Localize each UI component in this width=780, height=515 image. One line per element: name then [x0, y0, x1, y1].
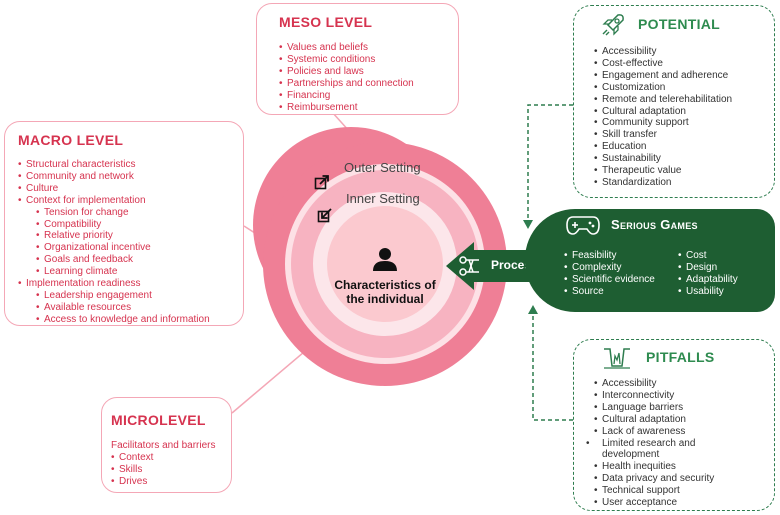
- list-subitem: Goals and feedback: [18, 254, 210, 266]
- list-item: Feasibility: [564, 250, 655, 262]
- individual-label: Characteristics of the individual: [327, 278, 443, 306]
- list-item: Technical support: [594, 485, 714, 497]
- gamepad-icon: [566, 216, 600, 235]
- list-item: Values and beliefs: [279, 42, 414, 54]
- list-item: Cultural adaptation: [594, 414, 714, 426]
- person-icon: [373, 248, 397, 271]
- pitfalls-list: Accessibility Interconnectivity Language…: [594, 378, 714, 509]
- micro-intro: Facilitators and barriers: [111, 440, 216, 451]
- list-item: Accessibility: [594, 46, 732, 58]
- list-item: Community and network: [18, 171, 210, 183]
- list-item: Data privacy and security: [594, 473, 714, 485]
- list-item: Scientific evidence: [564, 274, 655, 286]
- meso-list: Values and beliefs Systemic conditions P…: [279, 42, 414, 113]
- list-item: Health inequities: [594, 461, 714, 473]
- list-subitem: Learning climate: [18, 266, 210, 278]
- list-item: Financing: [279, 90, 414, 102]
- pitfalls-title: PITFALLS: [646, 349, 715, 365]
- microlevel-box: MICROLEVEL Facilitators and barriers Con…: [101, 397, 232, 493]
- list-item: Customization: [594, 82, 732, 94]
- micro-title: MICROLEVEL: [111, 412, 206, 428]
- list-subitem: Tension for change: [18, 207, 210, 219]
- list-subitem: Organizational incentive: [18, 242, 210, 254]
- gear-connector-icon: [459, 256, 479, 276]
- inner-setting-label: Inner Setting: [346, 191, 420, 206]
- macro-level-box: MACRO LEVEL Structural characteristics C…: [4, 121, 244, 326]
- list-item: Context: [111, 452, 153, 464]
- micro-list: Context Skills Drives: [111, 452, 153, 488]
- individual-label-line1: Characteristics of: [334, 278, 436, 292]
- rocket-icon: [602, 14, 624, 36]
- list-item: Limited research and development: [594, 438, 712, 462]
- potential-list: Accessibility Cost-effective Engagement …: [594, 46, 732, 189]
- list-item: Sustainability: [594, 153, 732, 165]
- list-item: Implementation readiness: [18, 278, 210, 290]
- list-item: Systemic conditions: [279, 54, 414, 66]
- external-arrow-icon: [314, 175, 329, 190]
- list-item: Partnerships and connection: [279, 78, 414, 90]
- list-item: Skill transfer: [594, 129, 732, 141]
- list-item: Culture: [18, 183, 210, 195]
- list-item: Policies and laws: [279, 66, 414, 78]
- list-item: Design: [678, 262, 738, 274]
- list-subitem: Available resources: [18, 302, 210, 314]
- serious-games-title: Serious Games: [611, 217, 698, 232]
- list-item: Language barriers: [594, 402, 714, 414]
- list-item: Community support: [594, 117, 732, 129]
- list-item: Source: [564, 286, 655, 298]
- list-item: Context for implementation: [18, 195, 210, 207]
- pit-icon: [604, 348, 630, 369]
- list-item: Cost: [678, 250, 738, 262]
- list-item: Complexity: [564, 262, 655, 274]
- meso-level-box: MESO LEVEL Values and beliefs Systemic c…: [256, 3, 459, 115]
- serious-games-left-list: Feasibility Complexity Scientific eviden…: [564, 250, 655, 298]
- pitfalls-box: PITFALLS Accessibility Interconnectivity…: [573, 339, 775, 511]
- list-subitem: Compatibility: [18, 219, 210, 231]
- list-item: Reimbursement: [279, 102, 414, 114]
- list-item: Structural characteristics: [18, 159, 210, 171]
- potential-box: POTENTIAL Accessibility Cost-effective E…: [573, 5, 775, 198]
- list-item: Engagement and adherence: [594, 70, 732, 82]
- individual-label-line2: the individual: [346, 292, 424, 306]
- inward-arrow-icon: [317, 208, 332, 223]
- macro-list: Structural characteristics Community and…: [18, 159, 210, 326]
- serious-games-right-list: Cost Design Adaptability Usability: [678, 250, 738, 298]
- meso-title: MESO LEVEL: [279, 14, 373, 30]
- list-item: Drives: [111, 476, 153, 488]
- list-item: Education: [594, 141, 732, 153]
- list-item: Adaptability: [678, 274, 738, 286]
- macro-title: MACRO LEVEL: [18, 132, 124, 148]
- list-item: Usability: [678, 286, 738, 298]
- list-item: Accessibility: [594, 378, 714, 390]
- list-item: Therapeutic value: [594, 165, 732, 177]
- list-subitem: Access to knowledge and information: [18, 314, 210, 326]
- list-item: Cost-effective: [594, 58, 732, 70]
- list-subitem: Leadership engagement: [18, 290, 210, 302]
- list-item: Lack of awareness: [594, 426, 714, 438]
- list-item: Remote and telerehabilitation: [594, 94, 732, 106]
- list-item: User acceptance: [594, 497, 714, 509]
- list-item: Standardization: [594, 177, 732, 189]
- outer-setting-label: Outer Setting: [344, 160, 421, 175]
- list-item: Skills: [111, 464, 153, 476]
- list-subitem: Relative priority: [18, 230, 210, 242]
- list-item: Interconnectivity: [594, 390, 714, 402]
- process-arrow: [446, 242, 546, 290]
- list-item: Cultural adaptation: [594, 106, 732, 118]
- potential-title: POTENTIAL: [638, 16, 721, 32]
